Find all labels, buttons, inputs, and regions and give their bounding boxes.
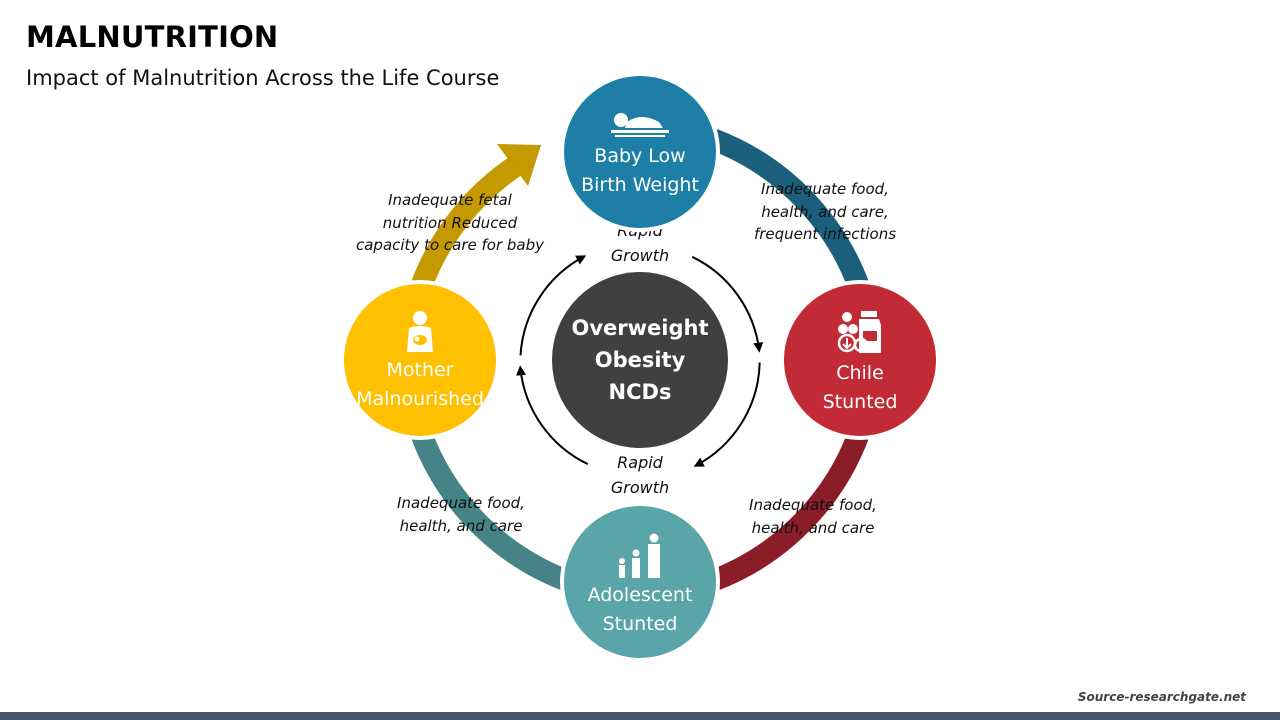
center-line-1: Overweight: [571, 316, 709, 340]
stage-adolescent-line-2: Stunted: [602, 613, 678, 635]
food-nutrients-icon: [837, 311, 881, 353]
stage-mother-line-1: Mother: [386, 359, 454, 381]
stage-node-child: Chile Stunted: [780, 280, 940, 440]
stage-baby-line-1: Baby Low: [594, 145, 686, 167]
stage-node-baby: Baby Low Birth Weight: [560, 72, 720, 232]
note-baby-to-child: Inadequate food, health, and care, frequ…: [740, 178, 910, 246]
stage-node-mother: Mother Malnourished: [340, 280, 500, 440]
rapid-growth-bottom-line-2: Growth: [610, 478, 670, 497]
stage-node-adolescent: Adolescent Stunted: [560, 502, 720, 662]
note-adolescent-to-mother-line-2: health, and care: [399, 516, 523, 535]
ring-arrowhead-mother-baby: [497, 144, 541, 186]
note-mother-to-baby-line-2: nutrition Reduced: [382, 213, 518, 232]
center-line-3: NCDs: [608, 380, 672, 404]
note-mother-to-baby-line-1: Inadequate fetal: [388, 191, 512, 209]
inner-arrow-top-right: [691, 255, 764, 353]
stage-mother-line-2: Malnourished: [356, 388, 484, 410]
note-child-to-adolescent-line-2: health, and care: [751, 518, 875, 537]
rapid-growth-bottom-line-1: Rapid: [617, 453, 663, 472]
inner-arrow-bottom-right: [693, 362, 761, 467]
note-baby-to-child-line-1: Inadequate food,: [761, 180, 889, 198]
ring-segment-baby-child: [709, 129, 869, 290]
stage-baby-line-2: Birth Weight: [581, 174, 699, 196]
note-mother-to-baby: Inadequate fetal nutrition Reduced capac…: [345, 189, 555, 257]
note-mother-to-baby-line-3: capacity to care for baby: [355, 236, 545, 254]
note-child-to-adolescent: Inadequate food, health, and care: [733, 494, 893, 539]
pregnant-mother-icon: [407, 311, 433, 352]
family-people-icon: [619, 533, 660, 578]
stage-child-line-1: Chile: [836, 362, 884, 384]
ring-segment-adolescent-mother: [411, 430, 571, 591]
footer-bar: [0, 712, 1280, 720]
note-baby-to-child-line-3: frequent infections: [753, 225, 897, 243]
sleeping-baby-icon: [611, 113, 669, 137]
center-line-2: Obesity: [594, 348, 686, 372]
rapid-growth-top-line-2: Growth: [610, 246, 670, 265]
source-credit: Source-researchgate.net: [1077, 690, 1246, 704]
note-child-to-adolescent-line-1: Inadequate food,: [749, 496, 877, 514]
slide-title: MALNUTRITION: [26, 20, 279, 54]
note-adolescent-to-mother: Inadequate food, health, and care: [381, 492, 541, 537]
ring-segment-mother-baby: [411, 155, 524, 290]
note-baby-to-child-line-2: health, and care,: [761, 202, 889, 221]
stage-child-line-2: Stunted: [822, 391, 898, 413]
rapid-growth-label-bottom: Rapid Growth: [590, 450, 690, 500]
ring-segment-child-adolescent: [709, 430, 869, 591]
inner-arrow-top-left: [519, 255, 587, 356]
inner-arrow-bottom-left: [516, 365, 589, 466]
note-adolescent-to-mother-line-1: Inadequate food,: [397, 494, 525, 512]
slide-subtitle: Impact of Malnutrition Across the Life C…: [26, 66, 500, 90]
stage-adolescent-line-1: Adolescent: [587, 584, 693, 606]
center-node-overweight: Overweight Obesity NCDs: [552, 272, 728, 448]
